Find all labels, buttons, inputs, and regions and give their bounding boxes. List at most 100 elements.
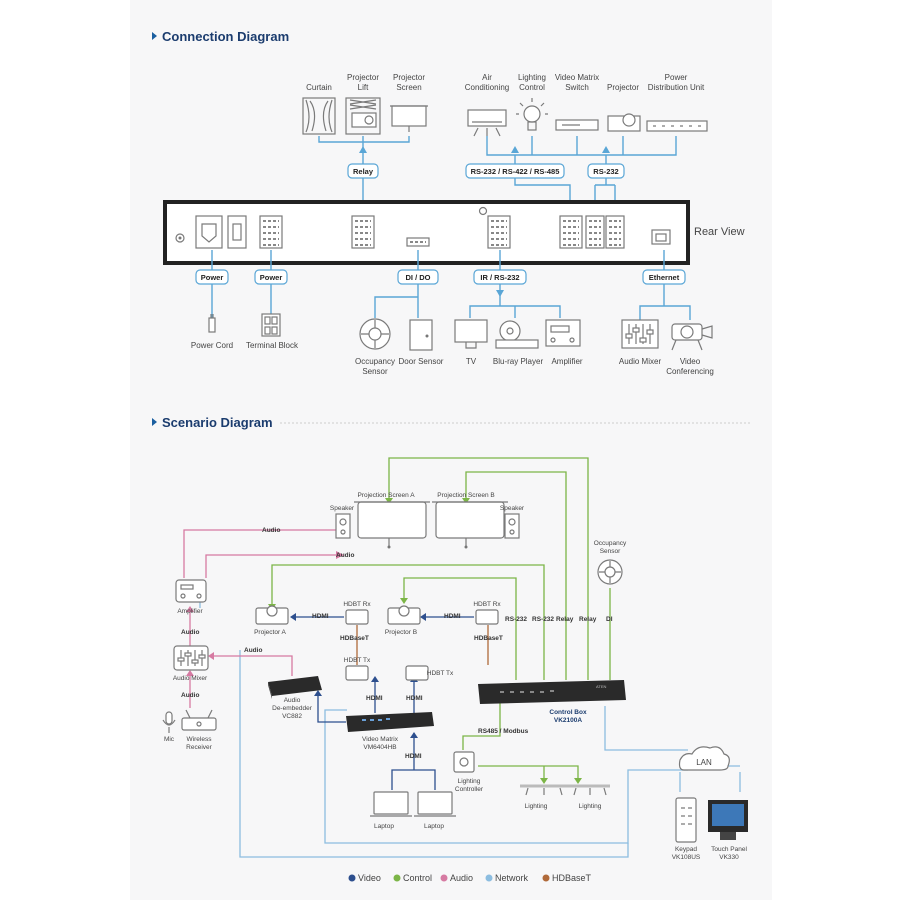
rear-view-label: Rear View xyxy=(694,226,745,238)
tag-power-2-text: Power xyxy=(260,273,283,282)
label-audio-mixer: Audio Mixer xyxy=(619,357,662,366)
svg-text:ATEN: ATEN xyxy=(596,684,606,689)
hdbt-rx-a xyxy=(345,609,369,625)
lighting-controller-icon xyxy=(453,751,475,773)
terminal-block-icon xyxy=(261,313,281,337)
label-video-matrix-1: Video Matrix xyxy=(555,73,599,82)
audio-mixer-icon xyxy=(173,645,209,671)
tag-rs232 xyxy=(587,163,625,179)
scenario-heading: Scenario Diagram xyxy=(162,415,273,430)
label-occupancy-1: Occupancy xyxy=(355,357,395,366)
label-hdbt-tx-a: HDBT Tx xyxy=(344,657,371,664)
touch-panel-device xyxy=(708,800,748,840)
legend-swatch-hdbaset xyxy=(542,874,550,882)
label-projector-a: Projector A xyxy=(254,629,286,636)
link-hdmi-4: HDMI xyxy=(406,695,423,702)
tv-icon xyxy=(454,319,488,349)
connection-heading: Connection Diagram xyxy=(162,29,289,44)
legend-swatch-network xyxy=(485,874,493,882)
section-arrow-icon xyxy=(152,32,157,40)
link-hdbaset-2: HDBaseT xyxy=(474,635,503,642)
label-mic: Mic xyxy=(164,736,175,743)
label-laptop-1: Laptop xyxy=(374,823,394,830)
legend-swatch-audio xyxy=(440,874,448,882)
tag-relay-text: Relay xyxy=(353,167,374,176)
label-projector-screen-2: Screen xyxy=(396,83,421,92)
rear-panel xyxy=(163,200,690,265)
projection-screen-a xyxy=(354,501,430,549)
top-connection-lines xyxy=(318,136,677,216)
tag-dido-text: DI / DO xyxy=(405,273,430,282)
label-wireless-2: Receiver xyxy=(186,744,212,751)
tag-power-1-text: Power xyxy=(201,273,224,282)
label-keypad-1: Keypad xyxy=(675,846,697,853)
occupancy-sensor-icon xyxy=(597,559,623,585)
tag-power-2 xyxy=(254,269,288,285)
tag-ir-rs232-text: IR / RS-232 xyxy=(480,273,519,282)
link-audio-1: Audio xyxy=(262,527,280,534)
door-sensor-icon xyxy=(409,319,433,351)
tag-ir-rs232 xyxy=(473,269,527,285)
video-conferencing-icon xyxy=(671,323,713,351)
lan-cloud-icon xyxy=(678,746,730,771)
tag-rs232-text: RS-232 xyxy=(593,167,618,176)
link-rs485: RS485 / Modbus xyxy=(478,728,529,735)
label-amplifier: Amplifier xyxy=(177,608,203,615)
legend-label-control: Control xyxy=(403,873,432,883)
label-curtain: Curtain xyxy=(306,83,332,92)
control-box-device: ATEN xyxy=(478,680,626,704)
label-pdu-2: Distribution Unit xyxy=(648,83,705,92)
label-lighting-ctrl-1: Lighting xyxy=(458,778,481,785)
hdbt-rx-b xyxy=(475,609,499,625)
label-lighting-1: Lighting xyxy=(525,803,548,810)
label-audio-mixer: Audio Mixer xyxy=(173,675,208,682)
amplifier-icon xyxy=(545,319,581,347)
mic-icon xyxy=(162,711,176,733)
lighting-2-icon xyxy=(568,784,610,796)
label-screen-b: Projection Screen B xyxy=(437,492,494,499)
link-audio-4: Audio xyxy=(244,647,262,654)
amplifier-icon xyxy=(175,579,207,603)
speaker-left-icon xyxy=(335,513,351,539)
control-lines xyxy=(268,457,611,784)
link-audio-2: Audio xyxy=(336,552,354,559)
label-video-matrix-2: VM6404HB xyxy=(363,744,396,751)
label-keypad-2: VK108US xyxy=(672,854,701,861)
link-audio-5: Audio xyxy=(181,692,199,699)
label-deembedder-1: Audio xyxy=(284,697,301,704)
tag-ethernet xyxy=(642,269,686,285)
link-hdbaset-1: HDBaseT xyxy=(340,635,369,642)
label-projector: Projector xyxy=(607,83,639,92)
legend-swatch-video xyxy=(348,874,356,882)
keypad-device xyxy=(675,797,697,843)
projector-icon xyxy=(607,113,641,132)
label-air-conditioning-2: Conditioning xyxy=(465,83,509,92)
network-lines xyxy=(199,600,741,858)
laptop-2-icon xyxy=(414,791,456,817)
label-projector-b: Projector B xyxy=(385,629,417,636)
label-lighting-ctrl-2: Controller xyxy=(455,786,484,793)
label-hdbt-tx-b: HDBT Tx xyxy=(427,670,454,677)
link-hdmi-5: HDMI xyxy=(405,753,422,760)
tag-rs232-422-485-text: RS-232 / RS-422 / RS-485 xyxy=(471,167,560,176)
link-rs232-a: RS-232 xyxy=(505,616,527,623)
label-lighting-control-2: Control xyxy=(519,83,545,92)
label-video-matrix-1: Video Matrix xyxy=(362,736,399,743)
label-occupancy-2: Sensor xyxy=(600,548,621,555)
label-bluray: Blu-ray Player xyxy=(493,357,544,366)
link-relay-2: Relay xyxy=(579,616,597,623)
tag-ethernet-text: Ethernet xyxy=(649,273,680,282)
label-projector-screen-1: Projector xyxy=(393,73,425,82)
link-audio-3: Audio xyxy=(181,629,199,636)
hdbt-tx-b xyxy=(405,665,429,681)
label-projector-lift-2: Lift xyxy=(358,83,369,92)
link-relay-1: Relay xyxy=(556,616,574,623)
tag-dido xyxy=(397,269,439,285)
air-conditioner-icon xyxy=(467,109,507,137)
label-tv: TV xyxy=(466,357,477,366)
label-projector-lift-1: Projector xyxy=(347,73,379,82)
audio-mixer-icon xyxy=(621,319,659,349)
